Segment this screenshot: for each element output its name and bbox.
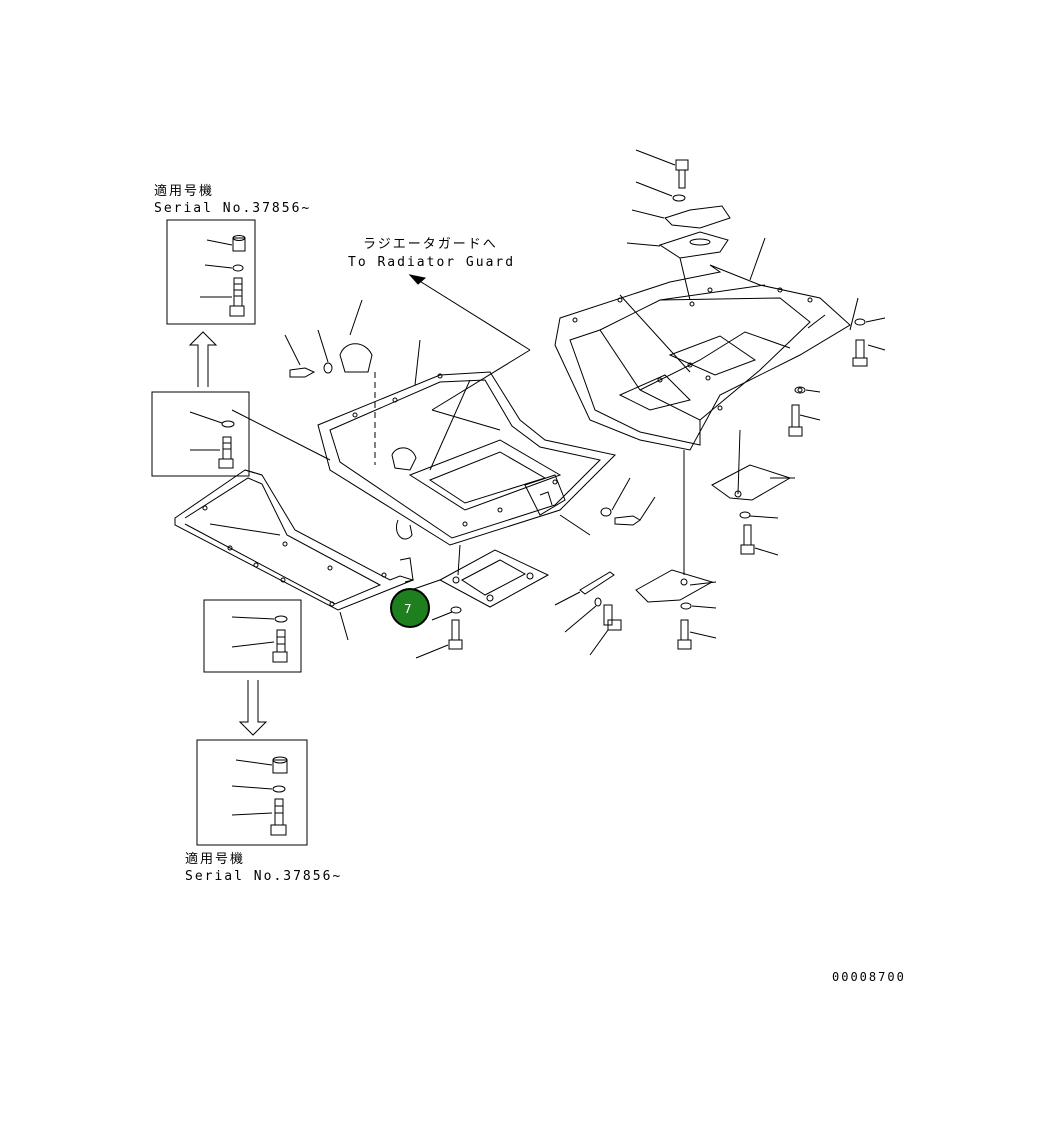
center-tray-guard [317,339,617,546]
cover-plate-round [284,299,417,471]
drawing-number: 00008700 [832,970,906,984]
up-arrow-icon [188,331,218,387]
serial-bottom-jp-label: 適用号機 [185,852,246,867]
part-callout-number: 7 [404,602,412,616]
top-right-fasteners [626,149,731,307]
inset-lower-bolt-assembly [203,599,302,673]
radiator-guard-en-label: To Radiator Guard [348,255,516,270]
serial-top-en-label: Serial No.37856~ [154,201,312,216]
serial-top-jp-label: 適用号機 [154,184,215,199]
right-large-guard [554,237,851,451]
inset-top-spacer-assembly [166,219,256,325]
part-callout-7[interactable]: 7 [390,588,430,628]
small-cover-plates [635,429,795,650]
serial-bottom-en-label: Serial No.37856~ [185,869,343,884]
inset-middle-bolt-assembly [151,391,331,477]
right-side-fasteners [788,297,886,437]
down-arrow-icon [238,680,268,736]
inset-bottom-spacer-assembly [196,739,308,846]
radiator-guard-pointer [408,274,531,471]
radiator-guard-jp-label: ラジエータガードへ [363,237,498,252]
center-lower-plate [404,477,656,659]
left-undercover-plate [174,469,415,641]
